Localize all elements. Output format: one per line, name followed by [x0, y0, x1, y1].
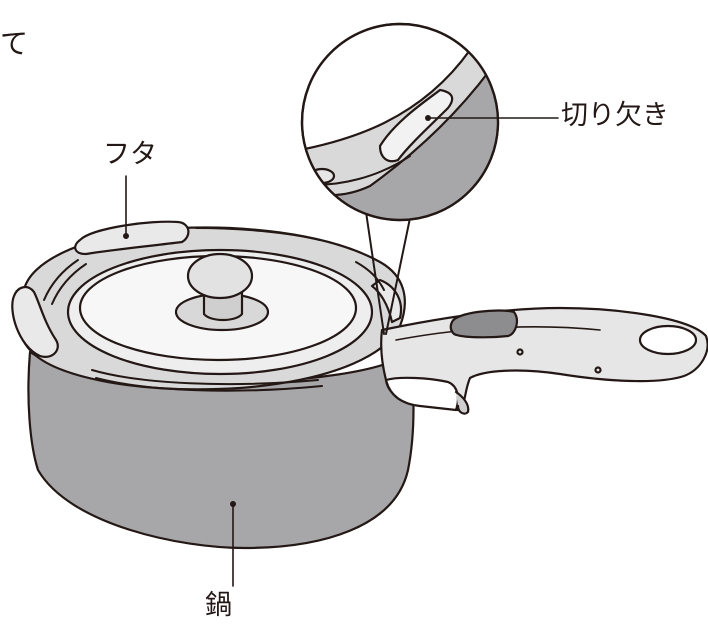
pot-label: 鍋 [205, 590, 232, 621]
zoom-rim [303, 38, 497, 197]
handle-dot-a [516, 348, 524, 356]
rim-slot-left-b [51, 263, 87, 305]
hang-hole [638, 324, 698, 356]
lid-left-tab [11, 286, 59, 358]
rim-slot-right [355, 261, 385, 291]
lid-label: フタ [103, 139, 157, 170]
zoom-notch [378, 88, 454, 163]
lid-grip-tab [74, 220, 190, 256]
caption-fragment: て [0, 27, 29, 60]
notch-label: 切り欠き [561, 100, 669, 131]
rim-slot-bottom [91, 369, 319, 386]
rim-slot-left [43, 259, 79, 301]
handle-dot-b [594, 366, 602, 374]
latch-drop [454, 390, 470, 415]
knob-top [186, 252, 254, 300]
rim-slot-top [195, 227, 321, 241]
release-button [449, 309, 518, 339]
rim-slot-bottom-b [95, 377, 323, 392]
